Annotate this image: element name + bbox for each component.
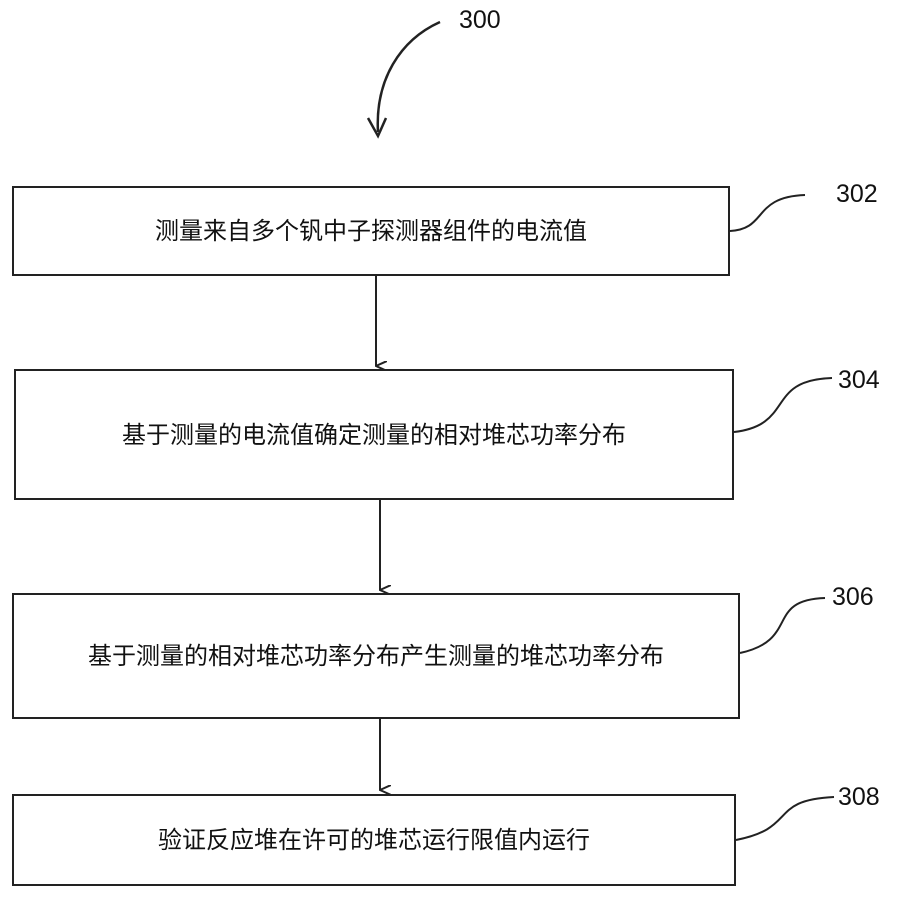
figure-label: 300 <box>459 6 501 34</box>
step-text-304: 基于测量的电流值确定测量的相对堆芯功率分布 <box>122 420 626 449</box>
step-text-308: 验证反应堆在许可的堆芯运行限值内运行 <box>158 826 590 854</box>
step-box-302: 测量来自多个钒中子探测器组件的电流值 <box>12 186 730 276</box>
leader-302 <box>729 194 806 232</box>
step-box-308: 验证反应堆在许可的堆芯运行限值内运行 <box>12 794 736 886</box>
leader-306 <box>739 597 826 654</box>
ref-number-304: 304 <box>838 366 880 394</box>
step-box-306: 基于测量的相对堆芯功率分布产生测量的堆芯功率分布 <box>12 593 740 719</box>
step-text-302: 测量来自多个钒中子探测器组件的电流值 <box>155 217 587 245</box>
ref-number-302: 302 <box>836 180 878 208</box>
ref-number-308: 308 <box>838 783 880 811</box>
figure-pointer-arrowhead <box>366 117 388 139</box>
figure-pointer-arrow <box>376 20 441 133</box>
leader-304 <box>733 377 833 433</box>
ref-number-306: 306 <box>832 583 874 611</box>
step-text-306: 基于测量的相对堆芯功率分布产生测量的堆芯功率分布 <box>88 642 664 670</box>
leader-308 <box>735 796 835 841</box>
step-box-304: 基于测量的电流值确定测量的相对堆芯功率分布 <box>14 369 734 500</box>
